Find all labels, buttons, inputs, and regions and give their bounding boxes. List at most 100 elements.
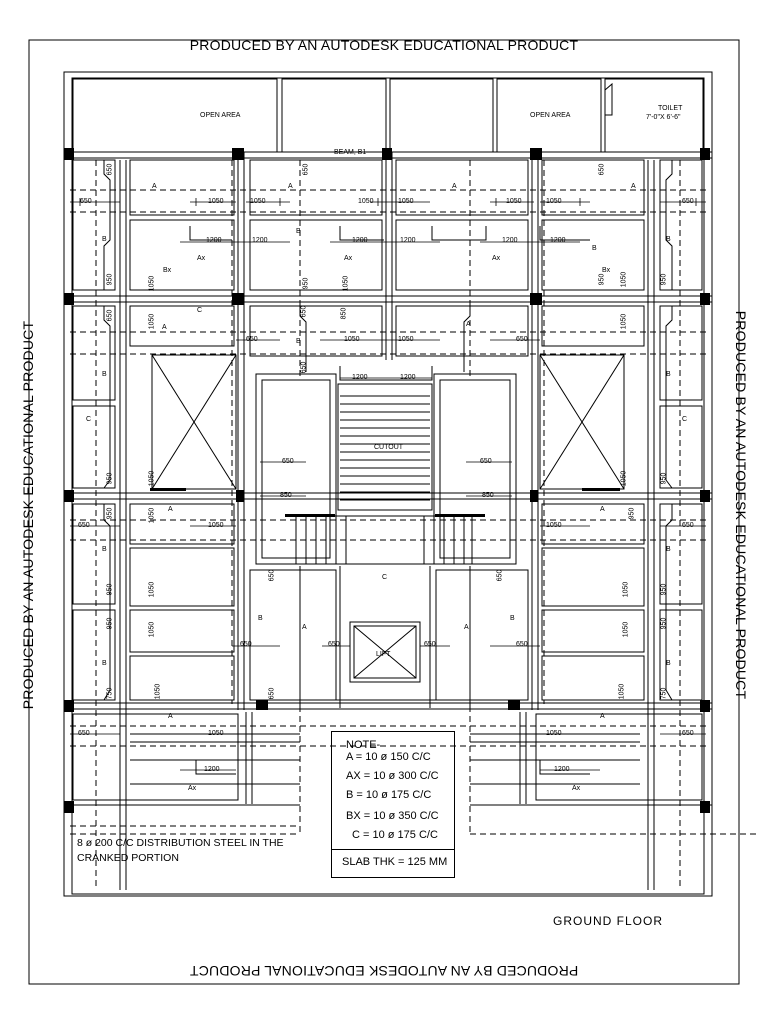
rebar-mark-a: A [162,324,167,331]
dim-label: 1200 [550,237,566,244]
dim-label: 1200 [400,374,416,381]
dim-label: 1050 [250,198,266,205]
notes-box: NOTE- A = 10 ø 150 C/C AX = 10 ø 300 C/C… [331,731,455,878]
dim-label: 1200 [352,374,368,381]
dim-label-vertical: 950 [106,583,114,596]
dim-label: 1200 [206,237,222,244]
dim-label: 650 [480,458,492,465]
distribution-note-line: 8 ø 200 C/C DISTRIBUTION STEEL IN THE [77,837,284,849]
dim-label: 650 [246,336,258,343]
lift-shaft [349,621,421,683]
note-line: B = 10 ø 175 C/C [346,789,432,801]
dim-label-vertical: 850 [340,307,348,320]
dim-label-vertical: 650 [598,163,606,176]
vertical-beams [119,152,655,890]
dim-label: 1050 [506,198,522,205]
dimension-lines [70,198,706,771]
outer-wall [63,71,713,897]
dim-label: 650 [78,730,90,737]
dim-label: 650 [682,730,694,737]
dim-label-vertical: 750 [660,687,668,700]
rebar-mark-b: B [102,546,107,553]
dim-label: 650 [516,641,528,648]
rebar-mark-b: B [102,371,107,378]
dim-label: 1050 [208,198,224,205]
dim-label: 1050 [358,198,374,205]
dim-label: 1050 [398,198,414,205]
dim-label-vertical: 1050 [148,275,156,292]
dim-label: 1050 [344,336,360,343]
rebar-mark-ax: Ax [572,785,581,792]
dim-label-vertical: 650 [302,163,310,176]
rebar-mark-c: C [382,574,388,581]
rebar-mark-b: B [102,236,107,243]
rebar-mark-b: B [296,228,301,235]
dim-label: 1050 [208,522,224,529]
dim-label: 1200 [204,766,220,773]
dim-label: 1050 [398,336,414,343]
rebar-mark-ax: Ax [197,255,206,262]
rebar-mark-a: A [302,624,307,631]
dim-label-vertical: 1050 [148,507,156,524]
rebar-mark-a: A [152,183,157,190]
dim-label-vertical: 1050 [620,470,628,487]
rebar-mark-b: B [510,615,515,622]
rebar-mark-a: A [288,183,293,190]
open-area-left-label: OPEN AREA [200,112,241,119]
rebar-mark-a: A [631,183,636,190]
inner-wall [71,77,705,895]
cranked-bars [103,160,673,775]
toilet-size-label: 7'-0"X 6'-6" [646,114,681,121]
dim-label-vertical: 950 [660,472,668,485]
horizontal-beams [64,151,712,806]
distribution-note-line: CRANKED PORTION [77,852,179,864]
dim-label-vertical: 650 [106,309,114,322]
lift-label: LIFT [376,651,391,658]
dim-label-vertical: 950 [660,583,668,596]
dim-label: 650 [424,641,436,648]
open-area-right-label: OPEN AREA [530,112,571,119]
open-area-left-room [72,78,278,153]
dim-label-vertical: 950 [598,273,606,286]
rebar-mark-a: A [600,713,605,720]
toilet-label: TOILET [658,105,683,112]
dim-label-vertical: 1050 [620,313,628,330]
rebar-mark-c: C [197,307,203,314]
rebar-mark-a: A [464,624,469,631]
dim-label-vertical: 1050 [622,581,630,598]
rebar-mark-a: A [168,506,173,513]
rebar-mark-b: B [666,660,671,667]
slab-thickness-note: SLAB THK = 125 MM [342,856,448,868]
watermark-top: PRODUCED BY AN AUTODESK EDUCATIONAL PROD… [189,37,579,53]
note-line: C = 10 ø 175 C/C [352,829,438,841]
rebar-mark-b: B [258,615,263,622]
drawing-title: GROUND FLOOR [553,914,664,928]
distribution-steel-note: 8 ø 200 C/C DISTRIBUTION STEEL IN THE CR… [77,836,284,866]
dashed-lines [70,160,760,890]
watermark-left: PRODUCED BY AN AUTODESK EDUCATIONAL PROD… [20,320,36,710]
dim-label: 650 [282,458,294,465]
dim-label-vertical: 650 [300,361,308,374]
dim-label-vertical: 1050 [618,683,626,700]
dim-label: 650 [240,641,252,648]
rebar-mark-a: A [600,506,605,513]
staircase [255,373,517,565]
dim-label: 1050 [208,730,224,737]
dim-label: 1050 [546,730,562,737]
watermark-right: PRODUCED BY AN AUTODESK EDUCATIONAL PROD… [733,310,749,700]
dim-label-vertical: 1050 [148,313,156,330]
note-line: AX = 10 ø 300 C/C [346,770,439,782]
rebar-mark-ax: Ax [492,255,501,262]
dim-label: 1200 [554,766,570,773]
rebar-mark-c: C [86,416,92,423]
cutout-label: CUTOUT [374,444,404,451]
columns [64,148,710,813]
open-area-mid-left [281,78,387,153]
rebar-mark-a: A [168,713,173,720]
notes-separator [332,849,454,850]
dim-label: 650 [78,522,90,529]
watermark-bottom: PRODUCED BY AN AUTODESK EDUCATIONAL PROD… [189,963,579,979]
rebar-mark-b: B [666,371,671,378]
dim-label-vertical: 1050 [622,621,630,638]
